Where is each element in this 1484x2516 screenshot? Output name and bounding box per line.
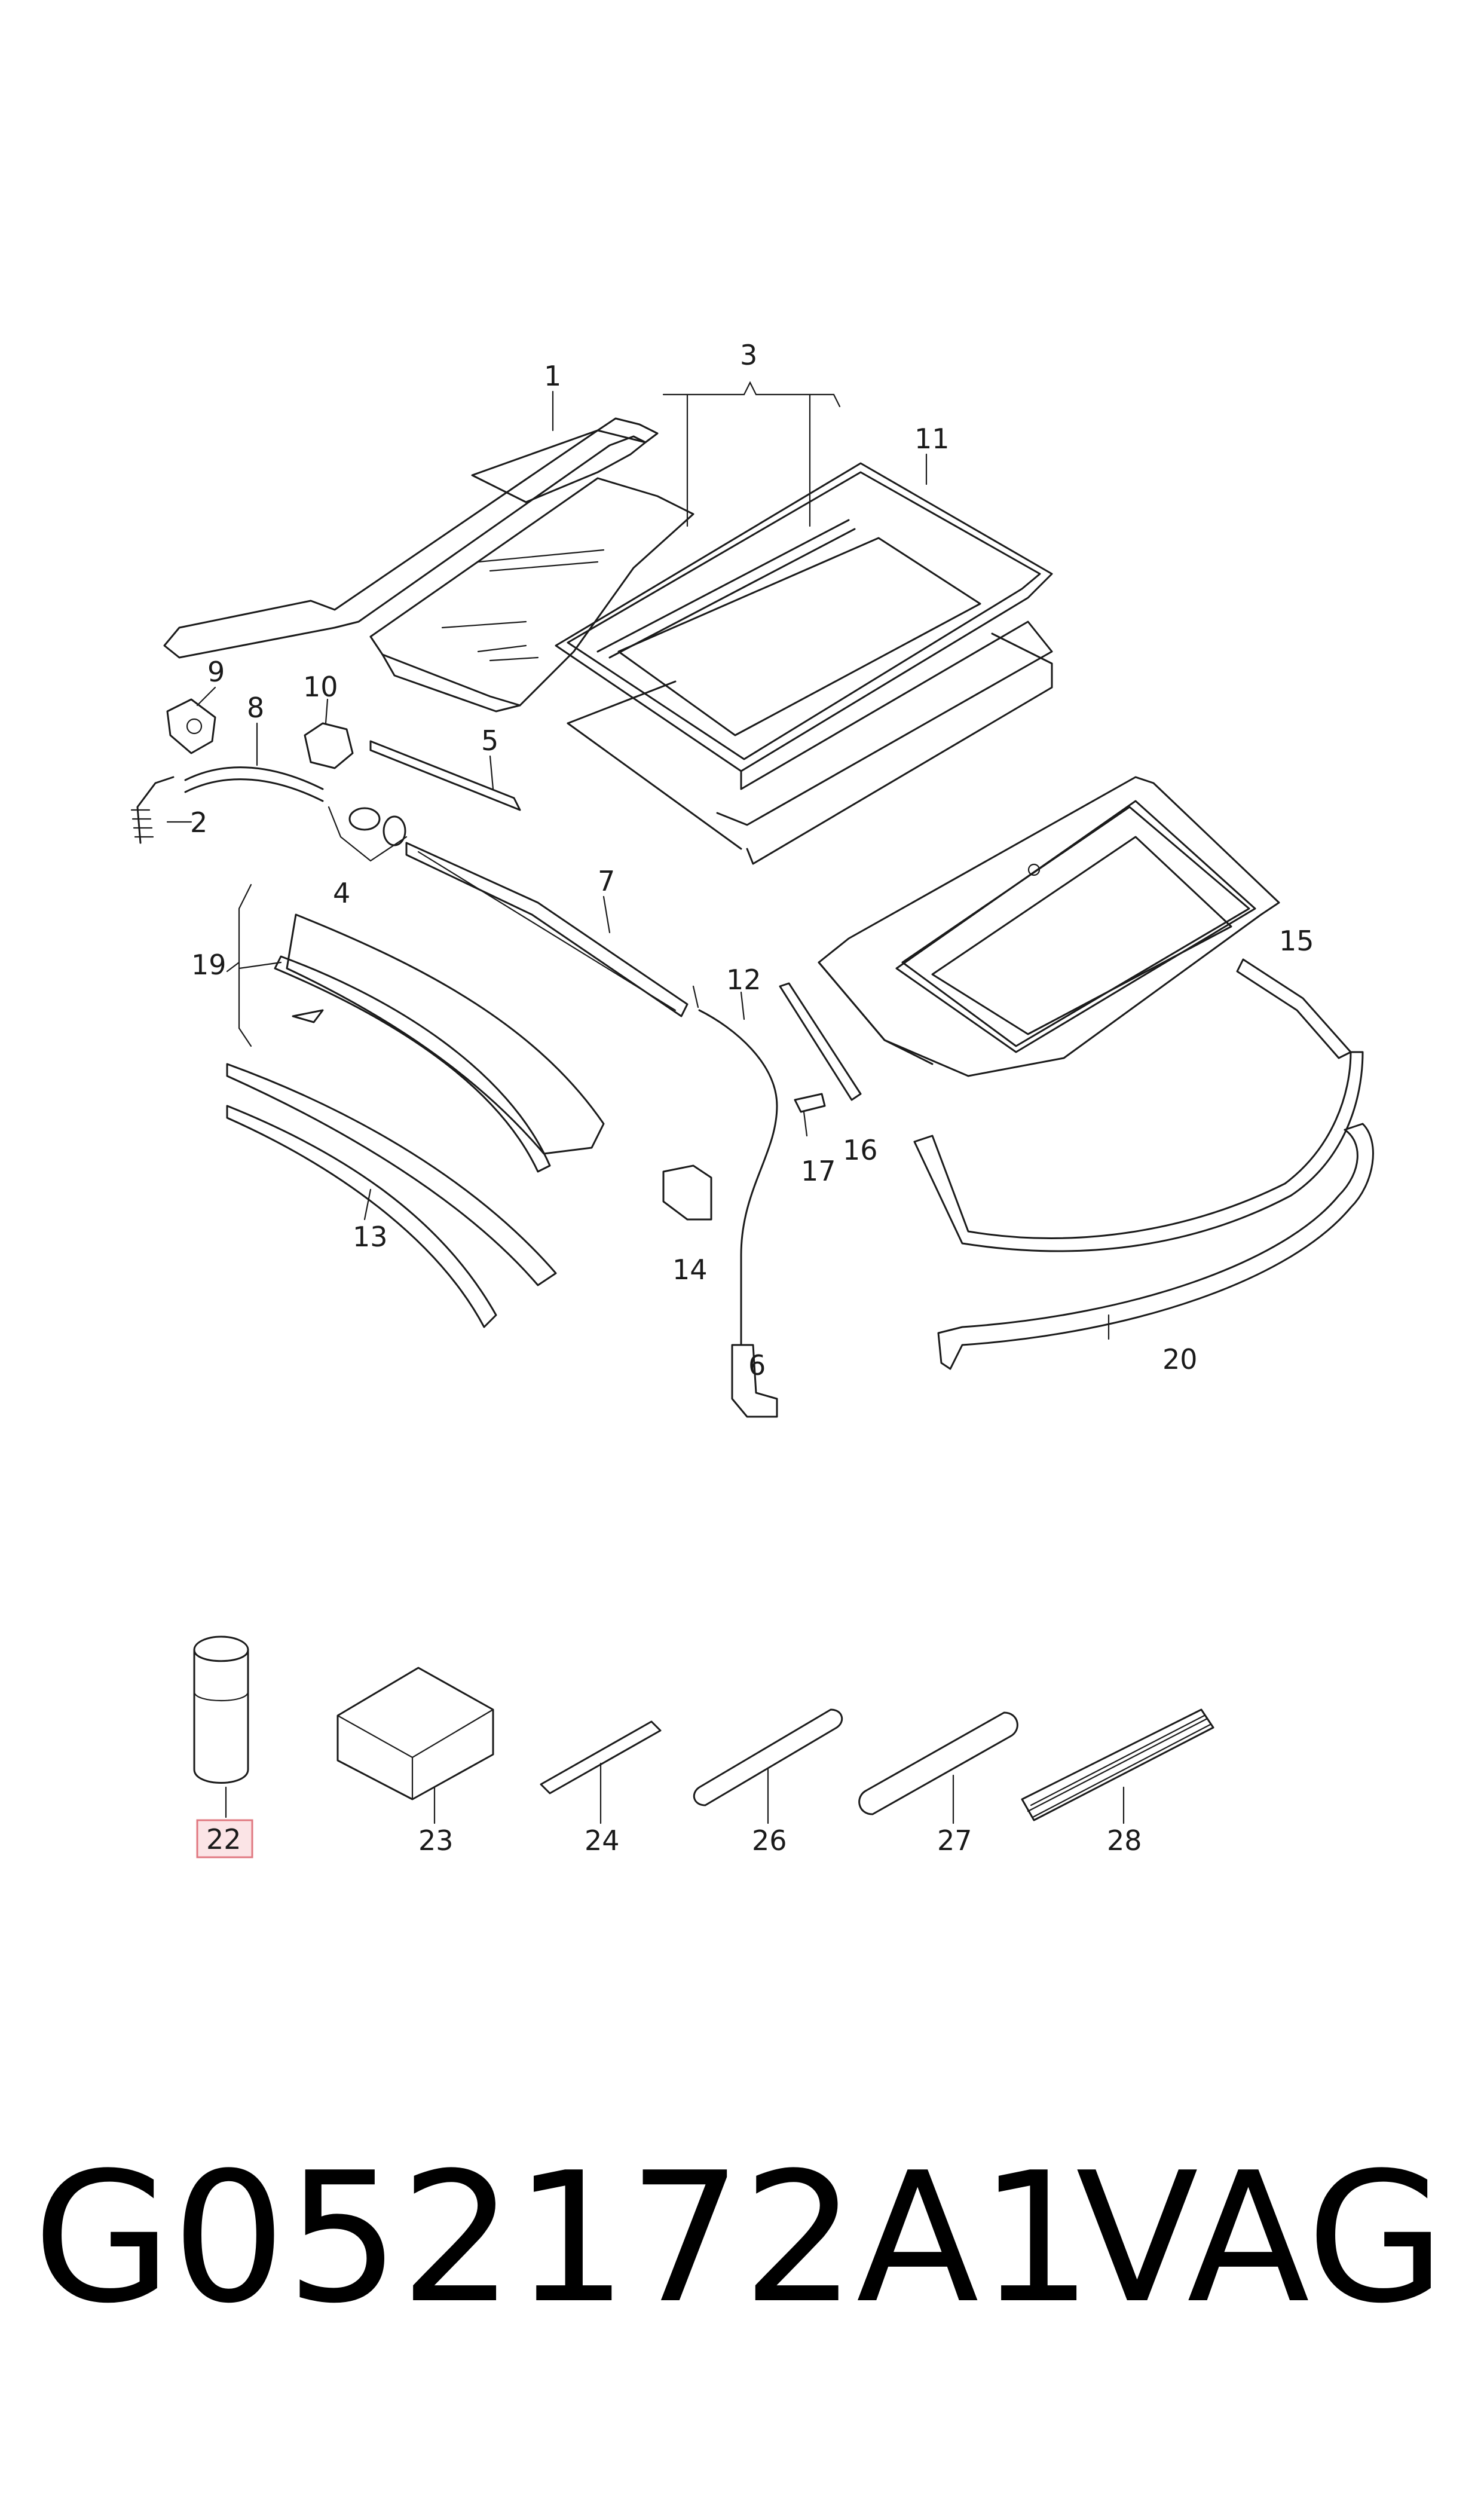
brand-text: VAG	[1076, 2134, 1446, 2343]
part-9-clip	[166, 698, 216, 754]
label-20: 20	[1162, 1343, 1198, 1375]
part-22-aerosol-can	[193, 1635, 249, 1818]
label-22-highlight	[196, 1819, 253, 1858]
label-4: 4	[333, 877, 350, 909]
label-1: 1	[544, 360, 561, 392]
label-17: 17	[801, 1155, 836, 1187]
part-26-foam-rod	[693, 1708, 843, 1824]
label-28: 28	[1107, 1824, 1142, 1857]
label-2: 2	[190, 806, 207, 839]
part-1-front-roof-panel	[163, 417, 694, 713]
part-16-trim-strip	[779, 982, 862, 1101]
part-6-elbow-connector	[731, 1344, 778, 1418]
label-9: 9	[207, 656, 225, 688]
part-19-side-trim	[226, 883, 605, 1173]
label-22: 22	[206, 1823, 241, 1855]
label-8: 8	[247, 692, 264, 724]
leader-lines	[196, 390, 1110, 1340]
label-3: 3	[740, 339, 757, 371]
label-10: 10	[303, 671, 338, 703]
label-7: 7	[598, 865, 615, 897]
part-24-strip	[540, 1720, 662, 1824]
label-14: 14	[672, 1254, 708, 1286]
part-17-screw	[794, 1093, 826, 1137]
label-15: 15	[1279, 925, 1314, 957]
label-19: 19	[191, 949, 227, 981]
label-27: 27	[937, 1824, 972, 1857]
part-14-clip	[662, 1164, 712, 1221]
label-13: 13	[353, 1221, 388, 1253]
rear-window-assembly	[818, 776, 1280, 1077]
label-5: 5	[481, 724, 498, 757]
part-number-text: G052172A1	[33, 2134, 1093, 2343]
label-12: 12	[726, 964, 761, 996]
part-12-drain-tube	[698, 991, 778, 1346]
label-11: 11	[914, 423, 950, 455]
label-26: 26	[752, 1824, 787, 1857]
part-10-clip	[304, 698, 354, 769]
part-8-drain-hose	[184, 766, 324, 802]
part-27-foam-rod	[858, 1711, 1018, 1824]
label-6: 6	[748, 1349, 766, 1381]
part-labels: 1 2 3 4 5 6 7 8 9 10 11 12 13 14 15 16 1…	[190, 339, 1314, 1858]
part-3-11-middle-glass-panel	[555, 462, 1053, 865]
part-23-block	[336, 1667, 494, 1824]
part-28-profile-strip	[1021, 1708, 1214, 1824]
part-5-trim-strip	[369, 740, 521, 811]
part-2-hose-connector	[130, 776, 192, 844]
label-23: 23	[418, 1824, 454, 1857]
label-24: 24	[585, 1824, 620, 1857]
part-20-rear-seal	[937, 1123, 1374, 1370]
part-4-fittings	[328, 806, 408, 862]
part-3-bracket	[662, 381, 841, 527]
part-13-lower-seal	[226, 1063, 557, 1328]
part-15-rear-seal	[913, 958, 1364, 1252]
part-7-side-seal	[405, 842, 689, 1017]
label-16: 16	[843, 1134, 878, 1166]
